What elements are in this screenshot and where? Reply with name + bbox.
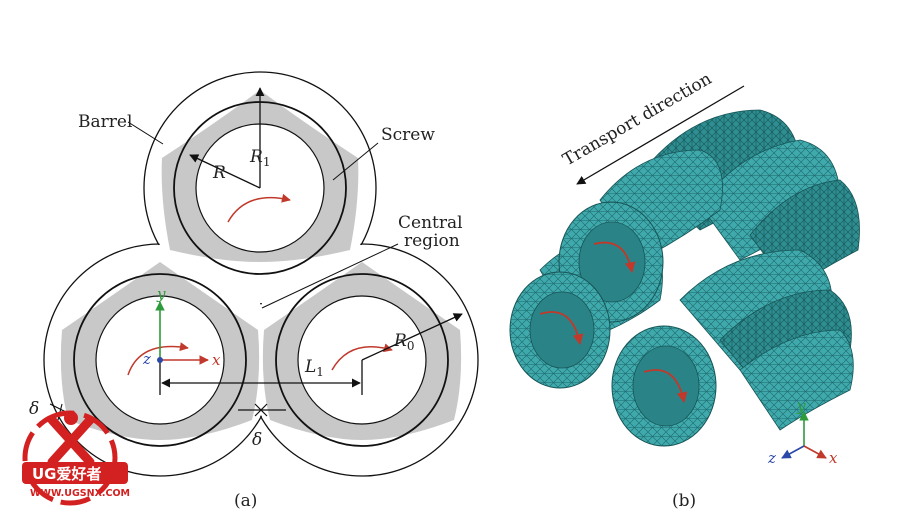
barrel-leader — [127, 121, 164, 145]
axis-x-arrow-b — [803, 445, 827, 459]
rotation-arrow-left — [127, 342, 189, 376]
screw-leader — [332, 142, 379, 181]
caption-a: (a) — [234, 491, 257, 511]
axis-z-arrow-b — [781, 445, 805, 459]
watermark-brand: UG爱好者 — [32, 465, 102, 483]
axis-y-label-b: y — [796, 397, 806, 415]
screw-root-left — [73, 273, 247, 447]
axis-y-label-a: y — [156, 285, 166, 303]
axis-x-label-b: x — [829, 449, 838, 467]
axis-z-label-a: z — [142, 350, 151, 368]
axis-z-label-b: z — [767, 449, 776, 467]
screw-label: Screw — [381, 125, 435, 145]
axis-x-label-a: x — [212, 351, 221, 369]
panel-b-mesh-model: Transport direction y x z (b) — [509, 69, 860, 511]
delta-left-label: δ — [29, 399, 39, 419]
r-label: R — [212, 163, 226, 183]
r-arrow — [189, 154, 261, 189]
watermark-logo: UG爱好者 WWW.UGSNX.COM — [22, 410, 130, 506]
transport-direction-arrow — [576, 85, 745, 185]
mesh-rotation-arrow-left — [539, 311, 584, 346]
rotation-arrow-top — [227, 193, 291, 223]
r0-arrow — [361, 313, 463, 361]
mesh-rotation-arrow-top — [593, 241, 636, 274]
r0-label: R0 — [393, 331, 414, 353]
barrel-label: Barrel — [78, 112, 132, 132]
axis-z-dot-a — [157, 357, 163, 363]
rotation-arrow-right — [331, 343, 393, 371]
central-label: Central — [398, 213, 463, 233]
watermark-url: WWW.UGSNX.COM — [30, 488, 130, 499]
central-region-leader — [261, 243, 399, 309]
region-label: region — [404, 231, 460, 251]
panel-a-diagram: Barrel Screw Central region R R1 R0 L1 δ… — [29, 71, 479, 511]
caption-b: (b) — [672, 491, 696, 511]
screw-root-right — [275, 273, 449, 447]
r1-label: R1 — [249, 147, 270, 169]
l1-label: L1 — [304, 357, 324, 379]
delta-bottom-label: δ — [252, 430, 262, 450]
mesh-rotation-arrow-right — [643, 369, 688, 404]
